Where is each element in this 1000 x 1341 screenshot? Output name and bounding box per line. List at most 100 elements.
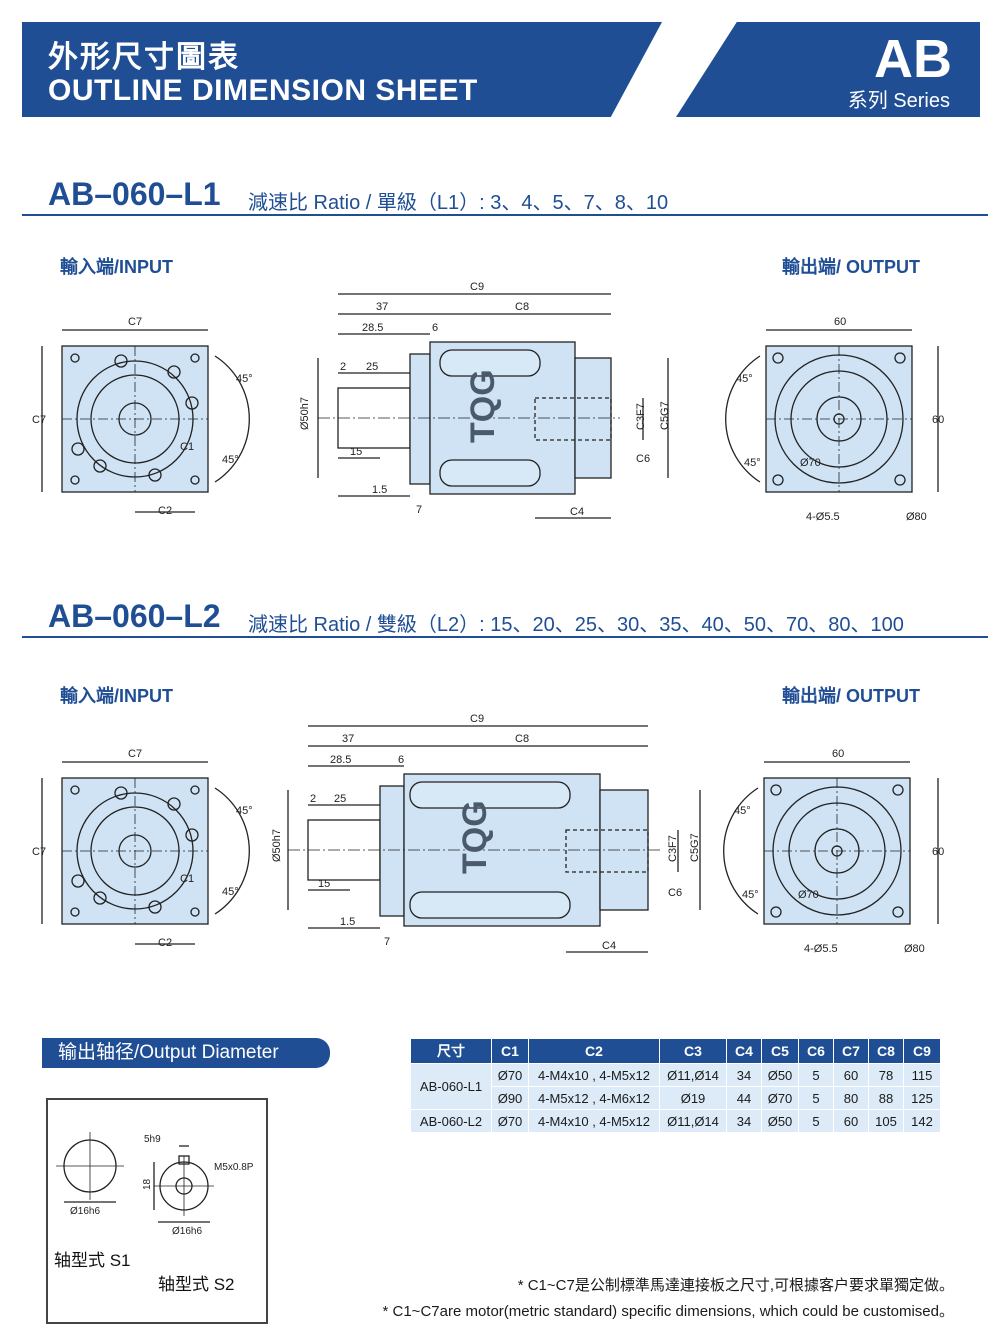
table-header: C5 [761,1038,799,1064]
table-header: C6 [798,1038,834,1064]
dim-angle: 45° [222,454,239,466]
bolt-hole [185,828,199,842]
table-model-cell: AB-060-L1 [410,1063,492,1110]
corner-hole [772,352,784,364]
dim-angle: 45° [236,805,253,817]
dim-c7: C7 [128,316,142,328]
corner-hole [770,784,782,796]
dim-15: 15 [350,446,362,458]
dim-s2-dia: Ø16h6 [172,1226,202,1237]
angle-arc [723,787,759,915]
table-row: AB-060-L2 Ø70 4-M4x10 , 4-M5x12 Ø11,Ø14 … [410,1109,941,1133]
bolt-hole [114,354,128,368]
page-title-en: OUTLINE DIMENSION SHEET [48,74,478,107]
table-header: C8 [868,1038,904,1064]
dim-60: 60 [834,316,846,328]
table-cell: 44 [726,1086,762,1110]
corner-hole [70,907,80,917]
table-header: C4 [726,1038,762,1064]
dim-s2-depth: 18 [142,1178,153,1190]
dim-7: 7 [384,936,390,948]
adapter-plate [409,353,431,485]
dim-s1-dia: Ø16h6 [70,1206,100,1217]
angle-arc [214,355,250,483]
bolt-hole [185,396,199,410]
brand-logo: TQG [464,369,502,443]
page-title-cn: 外形尺寸圖表 [48,41,240,74]
dim-c1: C1 [180,441,194,453]
dim-angle: 45° [742,889,759,901]
corner-hole [190,475,200,485]
dim-c7-vertical: C7 [32,414,46,426]
note-cn: * C1~C7是公制標準馬達連接板之尺寸,可根據客户要求單獨定做。 [517,1277,954,1294]
dim-37: 37 [342,733,354,745]
note-en: * C1~C7are motor(metric standard) specif… [382,1303,955,1320]
bolt-hole [148,468,162,482]
table-cell: 5 [798,1086,834,1110]
table-row: AB-060-L1 Ø70 4-M4x10 , 4-M5x12 Ø11,Ø14 … [410,1063,941,1110]
corner-hole [190,907,200,917]
dim-6: 6 [398,754,404,766]
dim-angle: 45° [736,373,753,385]
dim-1-5: 1.5 [372,484,387,496]
table-model-cell: AB-060-L2 [410,1109,492,1133]
dim-60-vertical: 60 [932,414,944,426]
dim-phi70: Ø70 [798,889,819,901]
table-cell: 142 [903,1109,941,1133]
table-cell: Ø19 [659,1086,727,1110]
dim-s2-thread: M5x0.8P [214,1162,254,1173]
dim-phi80: Ø80 [906,511,927,523]
dim-c7: C7 [128,748,142,760]
section-rule [22,636,988,638]
dim-25: 25 [334,793,346,805]
table-cell: Ø70 [491,1109,529,1133]
table-header: C7 [833,1038,869,1064]
table-cell: 105 [868,1109,904,1133]
table-header: C3 [659,1038,727,1064]
bolt-hole [148,900,162,914]
input-label: 輸入端/INPUT [60,257,174,277]
dim-c3: C3F7 [667,835,679,862]
dim-60-vertical: 60 [932,846,944,858]
dim-c7-vertical: C7 [32,846,46,858]
table-cell: 4-M4x10 , 4-M5x12 [528,1063,660,1087]
table-cell: Ø50 [761,1109,799,1133]
output-label: 輸出端/ OUTPUT [782,686,920,706]
angle-arc [214,787,250,915]
corner-hole [894,474,906,486]
dim-28-5: 28.5 [362,322,383,334]
output-label: 輸出端/ OUTPUT [782,257,920,277]
output-diameter-box [46,1098,268,1324]
table-header-row: 尺寸 C1 C2 C3 C4 C5 C6 C7 C8 C9 [410,1038,941,1064]
table-cell: Ø11,Ø14 [659,1109,727,1133]
dim-c9: C9 [470,713,484,725]
table-cell: Ø11,Ø14 [659,1063,727,1087]
corner-hole [190,785,200,795]
dim-c9: C9 [470,281,484,293]
section-rule [22,214,988,216]
dim-c5: C5G7 [689,833,701,862]
table-cell: 5 [798,1109,834,1133]
bolt-hole [93,459,107,473]
input-label: 輸入端/INPUT [60,686,174,706]
bolt-hole [71,874,85,888]
corner-hole [70,353,80,363]
model-l2-title: AB–060–L2 [48,598,221,634]
bolt-hole [167,797,181,811]
table-cell: 34 [726,1063,762,1087]
output-diameter-badge: 输出轴径/Output Diameter [42,1038,330,1068]
dim-phi80: Ø80 [904,943,925,955]
corner-hole [892,784,904,796]
body-slot [409,891,571,919]
corner-hole [770,906,782,918]
corner-hole [892,906,904,918]
spec-table: 尺寸 C1 C2 C3 C4 C5 C6 C7 C8 C9 AB-060-L1 … [410,1038,941,1133]
dim-c4: C4 [602,940,616,952]
dim-c6: C6 [636,453,650,465]
table-cell: 60 [833,1109,869,1133]
header-banner-right [676,22,980,117]
bolt-hole [93,891,107,905]
table-cell: 88 [868,1086,904,1110]
corner-hole [70,785,80,795]
corner-hole [70,475,80,485]
